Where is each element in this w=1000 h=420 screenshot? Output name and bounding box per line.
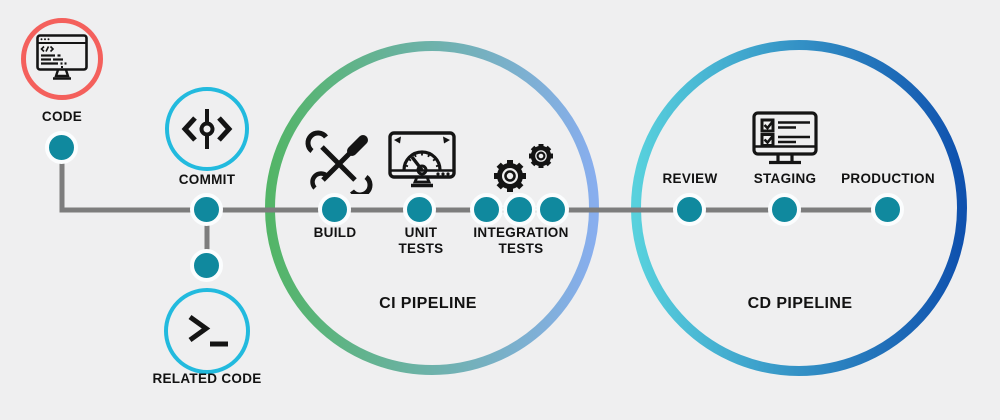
code-node-ring: [21, 18, 103, 100]
cd-pipeline-label: CD PIPELINE: [747, 295, 853, 312]
unit-tests-label: UNIT TESTS: [398, 225, 444, 257]
integration-tests-label: INTEGRATION TESTS: [473, 225, 569, 257]
review-dot: [673, 193, 706, 226]
commit-dot: [190, 193, 223, 226]
tools-icon: [305, 130, 373, 194]
production-dot: [871, 193, 904, 226]
ci-pipeline-label: CI PIPELINE: [379, 295, 477, 312]
commit-node-ring: [165, 87, 249, 171]
gears-icon: [494, 144, 553, 192]
git-commit-icon: [181, 109, 233, 149]
related-code-dot: [190, 249, 223, 282]
commit-label: COMMIT: [178, 172, 236, 187]
integration-tests-dot-1: [470, 193, 503, 226]
staging-dot: [768, 193, 801, 226]
gear-small: [529, 144, 553, 168]
code-dot: [45, 131, 78, 164]
unit-tests-dot: [403, 193, 436, 226]
gear-large: [494, 160, 526, 192]
gauge-monitor-icon: [388, 131, 456, 188]
integration-tests-dot-2: [503, 193, 536, 226]
code-monitor-icon: [36, 34, 88, 80]
code-label: CODE: [41, 109, 83, 124]
main-pipeline-line: [59, 148, 888, 213]
review-label: REVIEW: [662, 171, 718, 186]
production-label: PRODUCTION: [841, 171, 935, 186]
integration-tests-dot-3: [536, 193, 569, 226]
related-code-label: RELATED CODE: [152, 371, 262, 386]
related-code-node-ring: [164, 288, 250, 374]
build-label: BUILD: [313, 225, 357, 240]
terminal-icon: [188, 314, 228, 347]
staging-label: STAGING: [753, 171, 817, 186]
checklist-monitor-icon: [752, 111, 818, 165]
build-dot: [318, 193, 351, 226]
